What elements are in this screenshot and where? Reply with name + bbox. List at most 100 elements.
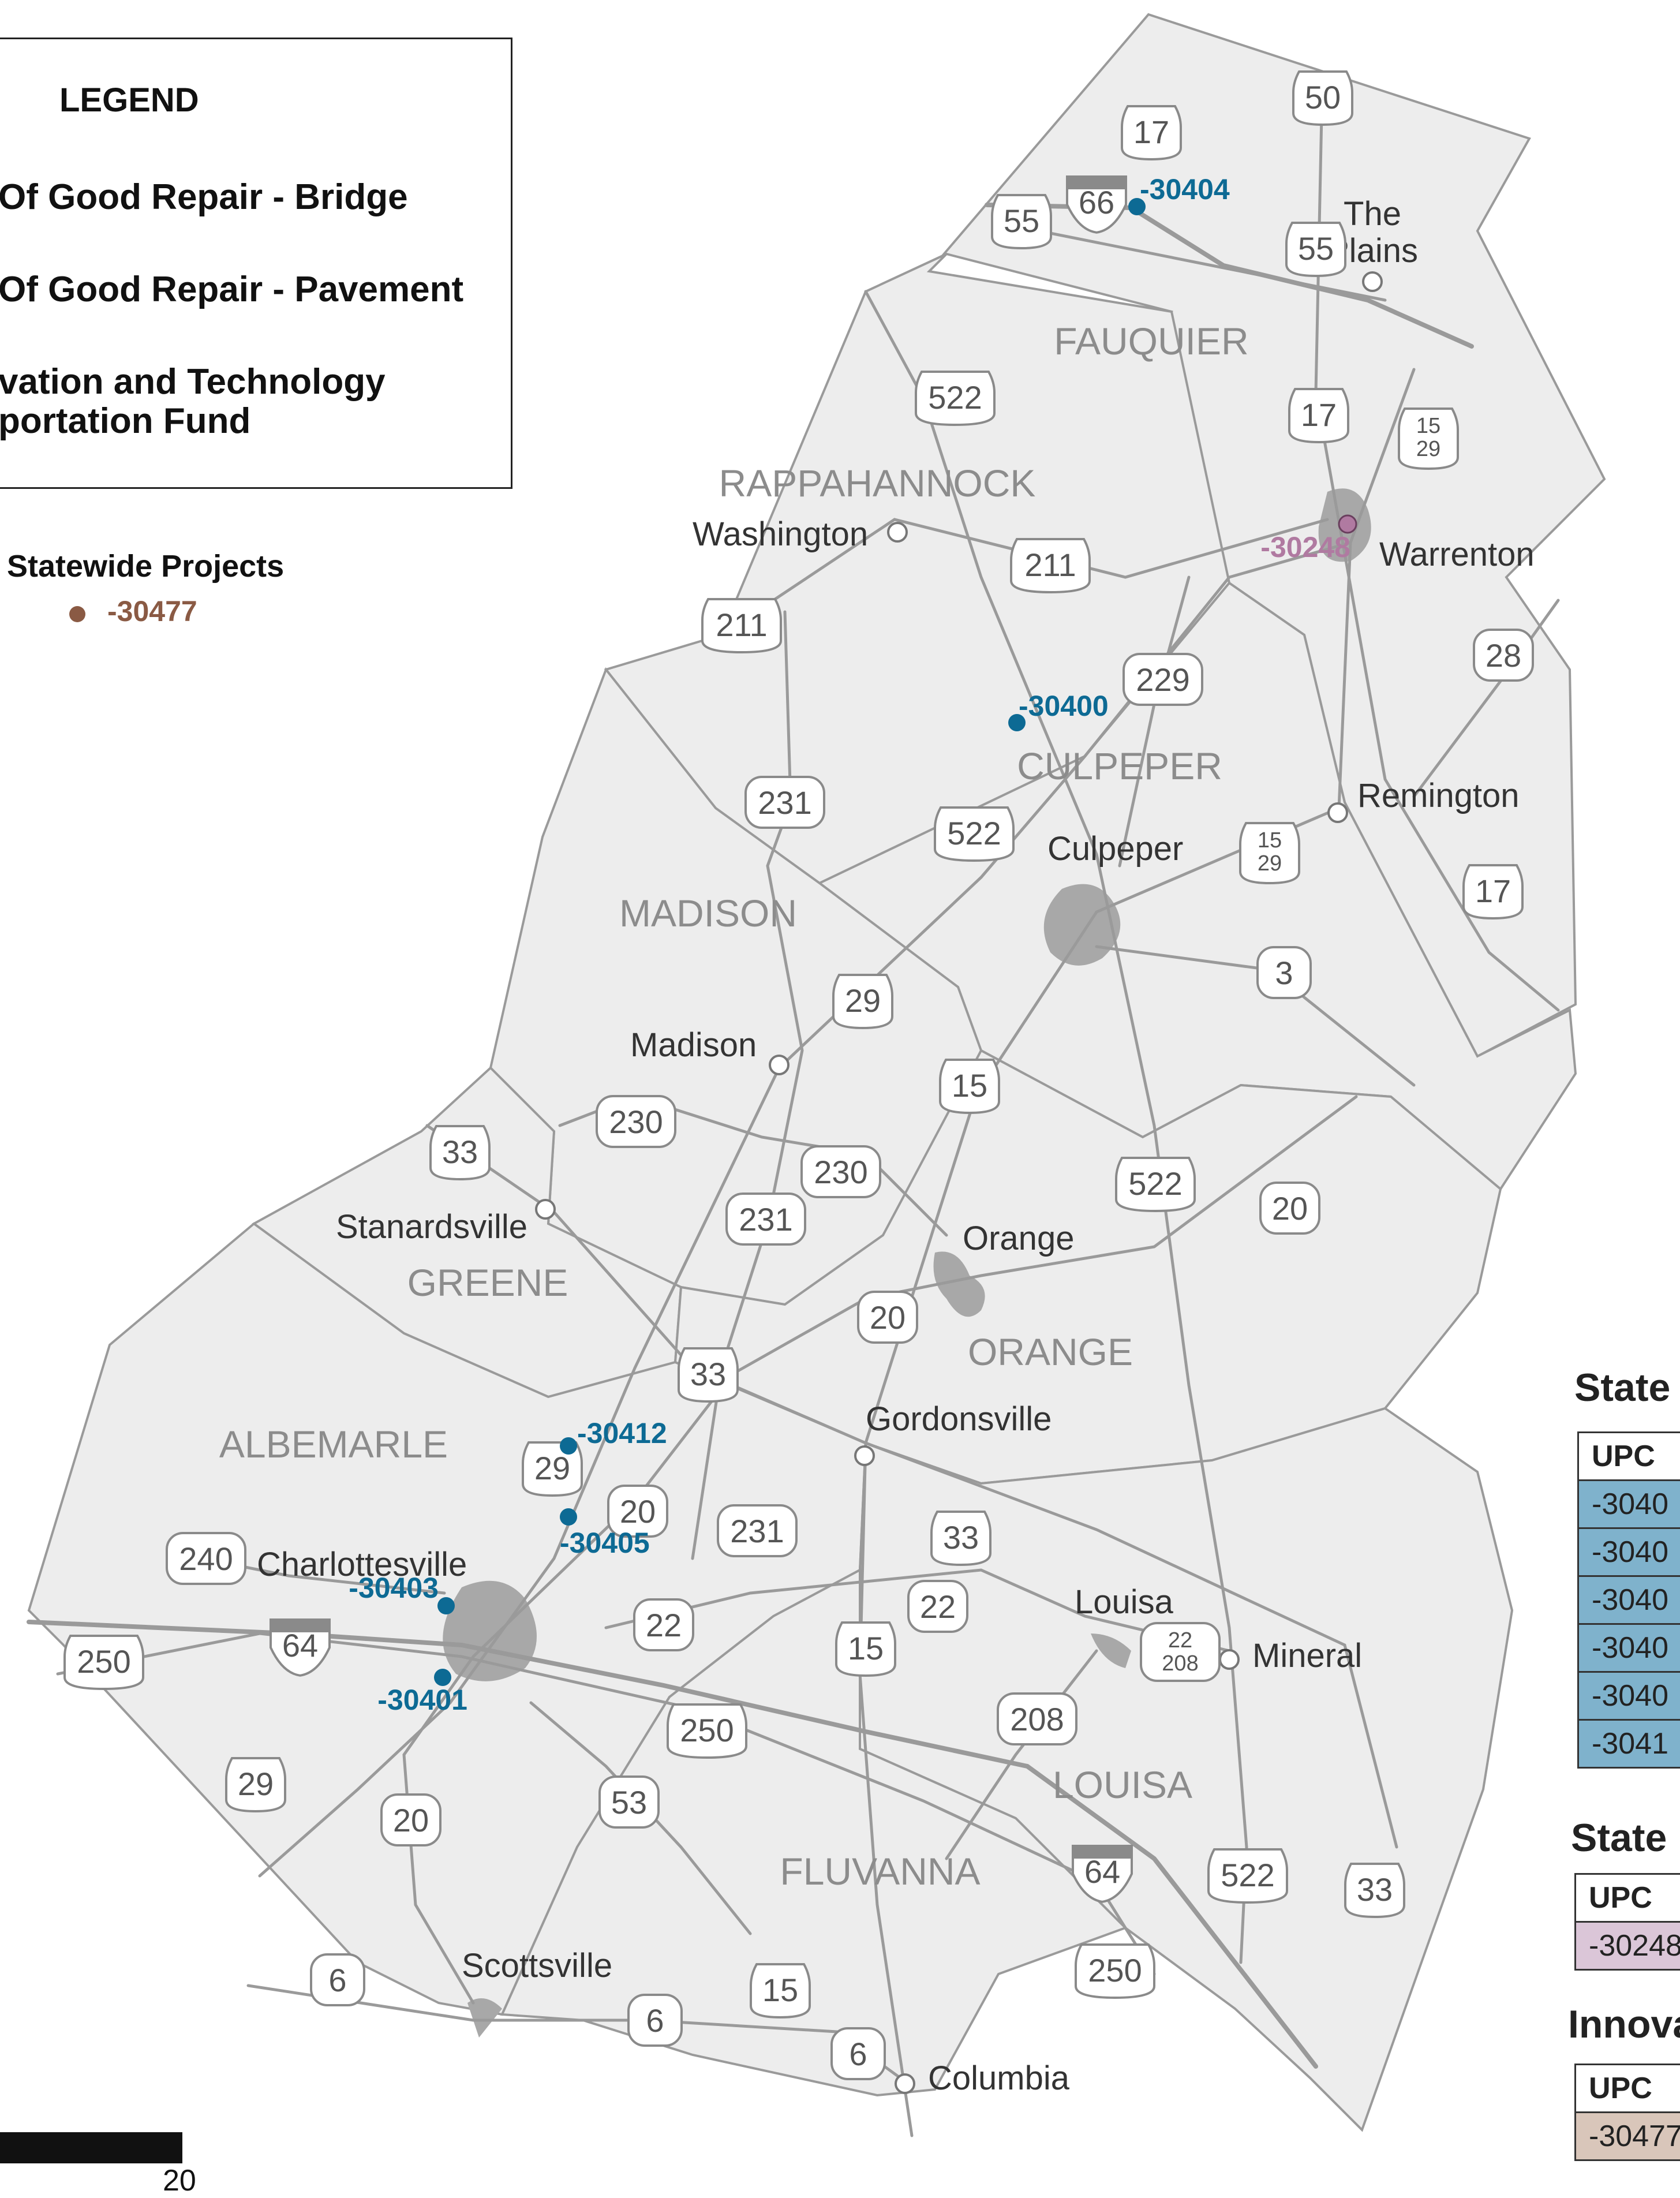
table-row: -30248 (1576, 1922, 1680, 1970)
table-heading-bridge: State (1574, 1365, 1670, 1410)
town-label: Gordonsville (866, 1400, 1052, 1438)
svg-text:15: 15 (848, 1630, 884, 1666)
svg-text:-30400: -30400 (1019, 690, 1109, 722)
town-label: Culpeper (1047, 830, 1183, 868)
svg-text:64: 64 (282, 1627, 318, 1664)
route-shield: 6 (628, 1995, 682, 2046)
county-label: LOUISA (1053, 1763, 1192, 1806)
table-heading-innovation: Innova (1568, 2002, 1680, 2047)
town-marker (536, 1200, 555, 1218)
route-shield: 33 (931, 1512, 990, 1565)
route-shield: 231 (718, 1505, 796, 1556)
county-label: MADISON (619, 892, 797, 934)
table-row: -3040 (1578, 1672, 1680, 1720)
table-row: -30477 (1576, 2113, 1680, 2160)
route-shield: 211 (1011, 539, 1090, 592)
svg-text:-30405: -30405 (560, 1527, 650, 1559)
svg-text:211: 211 (716, 607, 767, 643)
route-shield: 211 (702, 599, 781, 652)
town-label: Washington (693, 515, 868, 553)
svg-text:-30403: -30403 (349, 1572, 439, 1604)
table-row: -3041 (1578, 1720, 1680, 1768)
svg-text:522: 522 (947, 815, 1001, 851)
svg-text:17: 17 (1475, 873, 1511, 909)
legend-box: LEGEND Of Good Repair - Bridge Of Good R… (0, 38, 512, 489)
route-shield: 3 (1258, 947, 1311, 998)
svg-text:230: 230 (814, 1154, 867, 1190)
route-shield: 230 (802, 1146, 880, 1197)
statewide-project-dot (69, 606, 85, 622)
town-label: Remington (1357, 777, 1519, 814)
town-label: Madison (630, 1026, 757, 1064)
route-shield: 15 (751, 1964, 810, 2017)
svg-text:20: 20 (393, 1802, 429, 1838)
route-shield: 22 (908, 1581, 967, 1632)
route-shield: 240 (167, 1533, 245, 1584)
svg-text:28: 28 (1486, 637, 1521, 674)
svg-text:-30412: -30412 (577, 1417, 667, 1449)
county-label: GREENE (407, 1261, 568, 1304)
table-row: -3040 (1578, 1624, 1680, 1672)
route-shield: 20 (858, 1292, 917, 1343)
svg-text:55: 55 (1004, 203, 1039, 239)
upc-header: UPC (1576, 1874, 1680, 1922)
legend-item-bridge: Of Good Repair - Bridge (0, 178, 408, 217)
route-shield: 33 (1345, 1864, 1404, 1917)
svg-text:66: 66 (1079, 184, 1114, 220)
svg-text:29: 29 (1416, 437, 1440, 461)
town-label: Warrenton (1379, 536, 1535, 573)
svg-text:20: 20 (870, 1299, 906, 1336)
town-label: Louisa (1075, 1583, 1174, 1621)
svg-text:50: 50 (1305, 79, 1341, 115)
svg-text:208: 208 (1010, 1701, 1064, 1737)
svg-text:522: 522 (1128, 1165, 1182, 1202)
route-shield: 33 (431, 1126, 489, 1179)
svg-text:231: 231 (758, 784, 811, 821)
bridge-upc-table: UPC -3040 -3040 -3040 -3040 -3040 -3041 (1577, 1431, 1680, 1769)
svg-text:22: 22 (920, 1588, 956, 1625)
scale-label: 20 (163, 2163, 196, 2198)
town-label: Scottsville (462, 1947, 612, 1984)
route-shield: 15 (940, 1060, 999, 1113)
town-label: Stanardsville (336, 1208, 527, 1246)
route-shield: 522 (1208, 1849, 1287, 1902)
town-marker (855, 1446, 874, 1465)
route-shield: 6 (311, 1954, 364, 2005)
upc-header: UPC (1578, 1433, 1680, 1481)
route-shield: 229 (1124, 654, 1202, 705)
route-shield: 250 (1076, 1945, 1154, 1998)
legend-item-innovation: vation and Technology portation Fund (0, 362, 386, 441)
route-shield: 17 (1122, 106, 1181, 159)
svg-text:229: 229 (1136, 661, 1189, 698)
route-shield: 522 (1116, 1158, 1195, 1211)
route-shield: 208 (998, 1694, 1076, 1744)
town-marker (770, 1056, 788, 1074)
route-shield: 50 (1293, 72, 1352, 125)
route-shield: 522 (916, 372, 994, 425)
svg-text:17: 17 (1301, 397, 1337, 433)
svg-text:55: 55 (1298, 230, 1334, 267)
route-shield: 55 (992, 195, 1051, 248)
svg-text:6: 6 (328, 1962, 346, 1998)
svg-text:29: 29 (845, 982, 881, 1019)
county-label: CULPEPER (1017, 745, 1222, 787)
route-shield: 17 (1289, 389, 1348, 442)
route-shield: 29 (226, 1758, 285, 1811)
route-shield: 522 (935, 808, 1013, 861)
route-shield: 250 (65, 1636, 143, 1689)
route-shield: 20 (1260, 1183, 1319, 1233)
charlottesville-area (443, 1581, 537, 1681)
svg-text:53: 53 (611, 1784, 647, 1821)
svg-text:6: 6 (646, 2002, 664, 2039)
svg-text:29: 29 (534, 1450, 570, 1486)
route-shield: 22 (634, 1599, 693, 1650)
route-shield: 28 (1474, 630, 1533, 681)
upc-header: UPC (1576, 2065, 1680, 2113)
table-heading-pavement: State (1571, 1815, 1667, 1860)
town-label: Orange (963, 1220, 1074, 1257)
svg-text:15: 15 (1258, 828, 1282, 853)
route-shield: 231 (727, 1194, 805, 1244)
